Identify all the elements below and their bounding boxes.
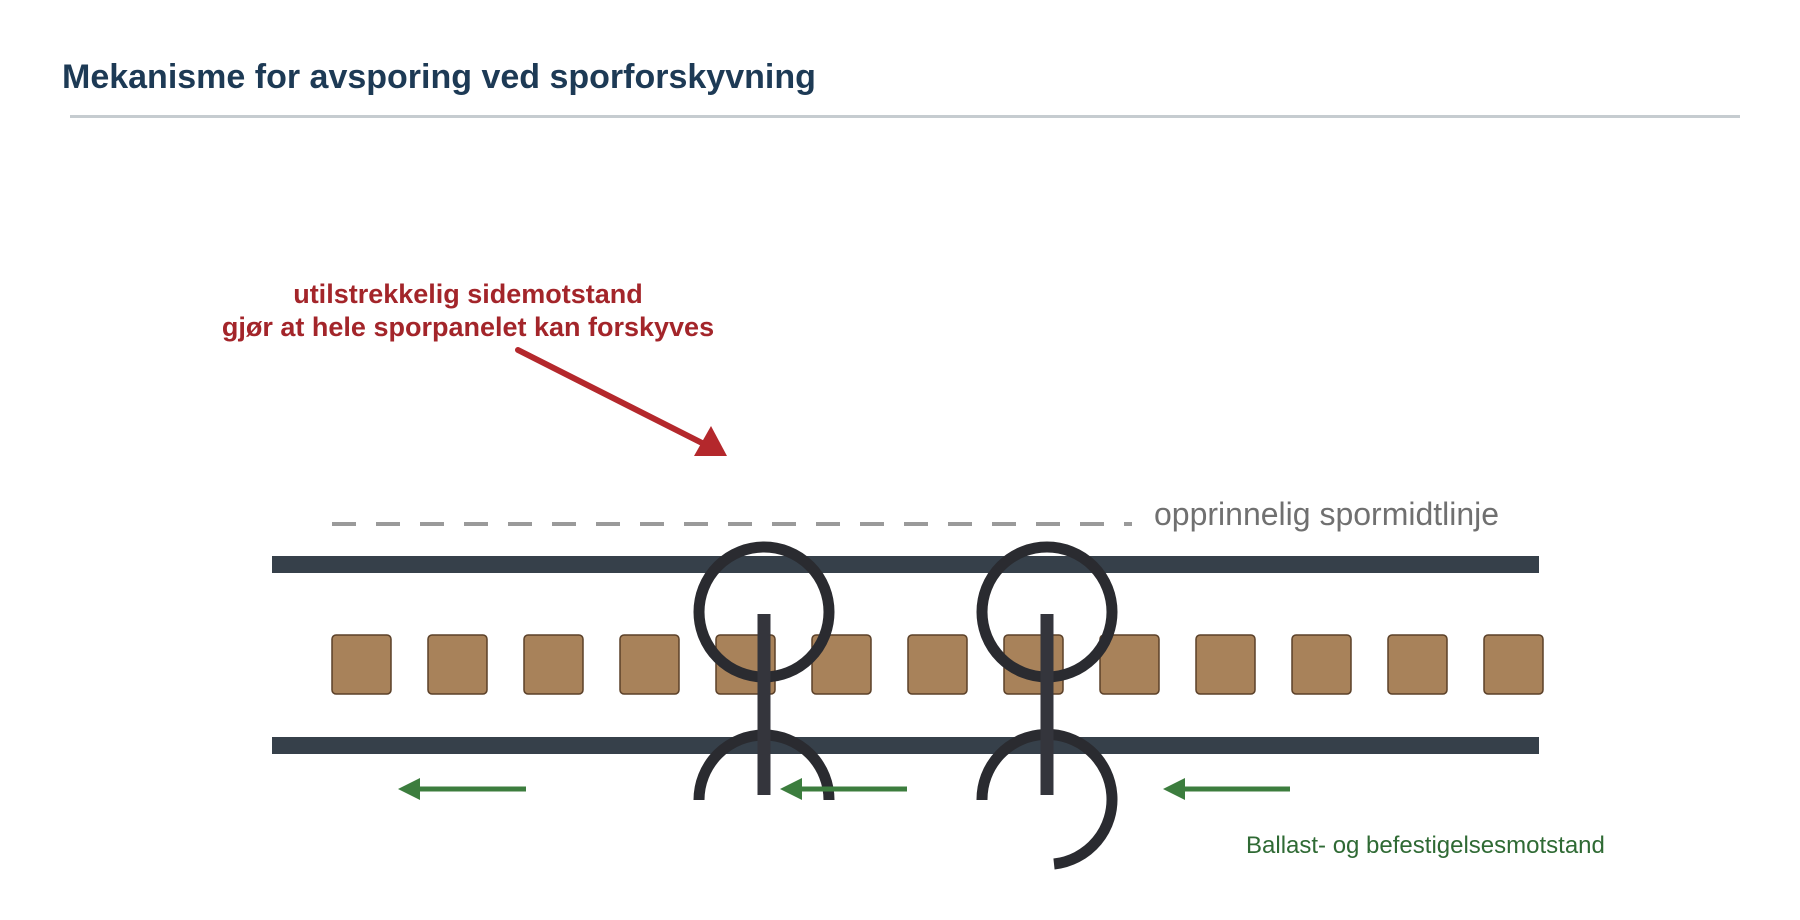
sleeper <box>1483 634 1544 695</box>
bottom-rail <box>272 737 1539 754</box>
sleeper <box>1291 634 1352 695</box>
sleeper <box>1195 634 1256 695</box>
resistance-label: Ballast- og befestigelsesmotstand <box>1246 832 1605 859</box>
wheelset <box>976 541 1118 870</box>
title-divider <box>70 115 1740 118</box>
sleeper <box>907 634 968 695</box>
wheel-bottom <box>976 728 1118 870</box>
sleeper <box>619 634 680 695</box>
page-title: Mekanisme for avsporing ved sporforskyvn… <box>62 58 816 96</box>
sleeper <box>331 634 392 695</box>
sleeper <box>523 634 584 695</box>
sleeper <box>427 634 488 695</box>
callout-line-2: gjør at hele sporpanelet kan forskyves <box>222 312 714 342</box>
sleeper <box>1387 634 1448 695</box>
sleepers <box>331 634 1544 695</box>
resistance-arrow <box>1163 778 1290 800</box>
wheelset <box>693 541 835 801</box>
top-rail <box>272 556 1539 573</box>
resistance-arrow <box>780 778 907 800</box>
callout-line-1: utilstrekkelig sidemotstand <box>293 279 643 309</box>
callout-arrow <box>515 347 727 456</box>
centerline-label: opprinnelig spormidtlinje <box>1154 496 1499 532</box>
sleeper <box>811 634 872 695</box>
resistance-arrow <box>398 778 526 800</box>
sleeper <box>1099 634 1160 695</box>
wheelsets <box>693 541 1118 870</box>
resistance-arrows <box>398 778 1290 800</box>
